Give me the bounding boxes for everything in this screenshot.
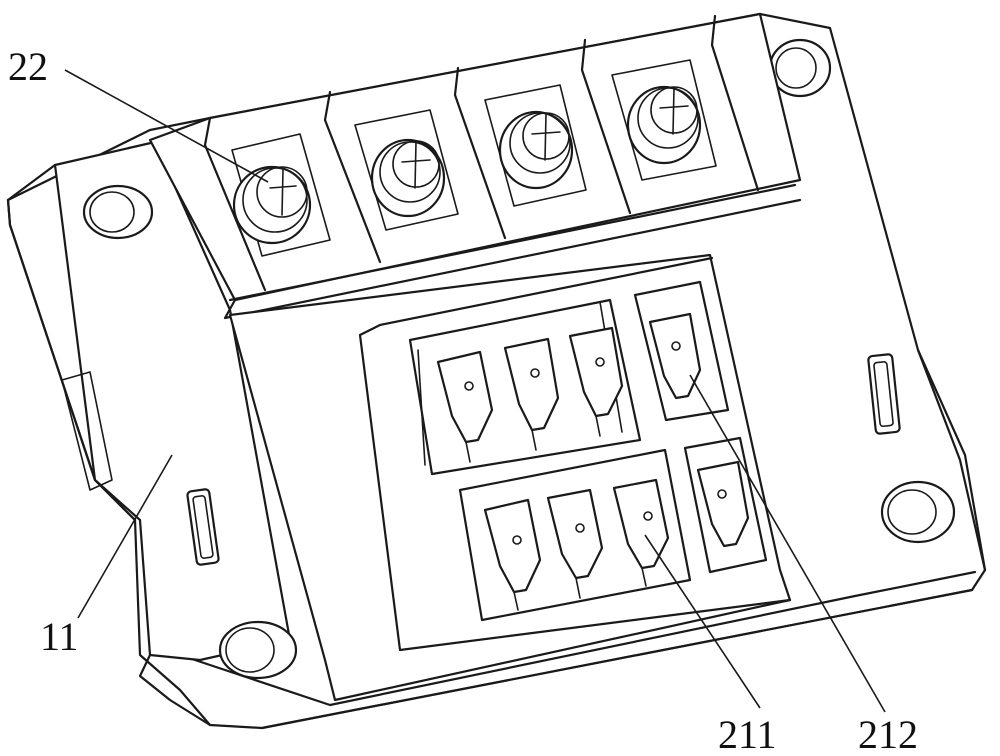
mount-hole-top-left-inner: [89, 191, 135, 233]
separator-4: [580, 38, 632, 215]
pin-lower-2: [546, 488, 604, 599]
mount-hole-bottom-right-inner: [887, 489, 937, 535]
screw-terminal-block: [148, 12, 802, 320]
screw-4: [626, 85, 702, 165]
separator-5: [710, 14, 760, 192]
terminal-block-front: [148, 12, 802, 302]
mount-hole-bottom-right: [880, 480, 956, 544]
pin-lower-1: [483, 498, 542, 611]
pin-upper-1: [436, 350, 494, 463]
panel-inner-edge: [358, 256, 792, 652]
screw-3: [498, 110, 574, 190]
left-notch: [61, 371, 113, 491]
screw-1: [232, 165, 312, 245]
pin-lower-4: [696, 460, 750, 548]
screws: [232, 85, 702, 245]
left-mounting-block: [6, 116, 298, 680]
right-edge: [260, 348, 987, 730]
terminal-pins: [436, 312, 750, 611]
leader-212: [689, 374, 886, 713]
pin-lower-3: [612, 478, 670, 587]
recess-3: [484, 84, 587, 207]
left-flange: [6, 198, 212, 727]
label-11: 11: [40, 614, 79, 659]
leader-11: [77, 454, 173, 619]
mount-hole-bottom-left: [218, 620, 298, 680]
separator-3: [453, 66, 507, 240]
pin-upper-3: [568, 326, 624, 437]
left-block: [53, 140, 292, 662]
pin-upper-4: [648, 312, 702, 400]
separator-1: [203, 116, 267, 292]
right-slot-inner: [873, 361, 894, 428]
left-slot: [186, 488, 220, 566]
right-mounting-area: [768, 38, 956, 544]
mount-hole-top-left: [82, 184, 154, 240]
leader-lines: [64, 69, 886, 713]
label-212: 212: [858, 712, 918, 756]
recess-4: [611, 59, 717, 181]
label-211: 211: [718, 712, 777, 756]
screw-2: [370, 138, 446, 218]
leader-211: [644, 534, 761, 709]
pin-upper-2: [503, 337, 560, 451]
left-slot-inner: [192, 495, 214, 559]
separator-2: [323, 90, 382, 264]
leader-22: [64, 69, 269, 183]
label-22: 22: [8, 44, 48, 89]
terminal-block-bottom: [223, 183, 802, 320]
mount-hole-top-right-inner: [775, 47, 817, 89]
mount-hole-bottom-left-inner: [225, 627, 275, 673]
